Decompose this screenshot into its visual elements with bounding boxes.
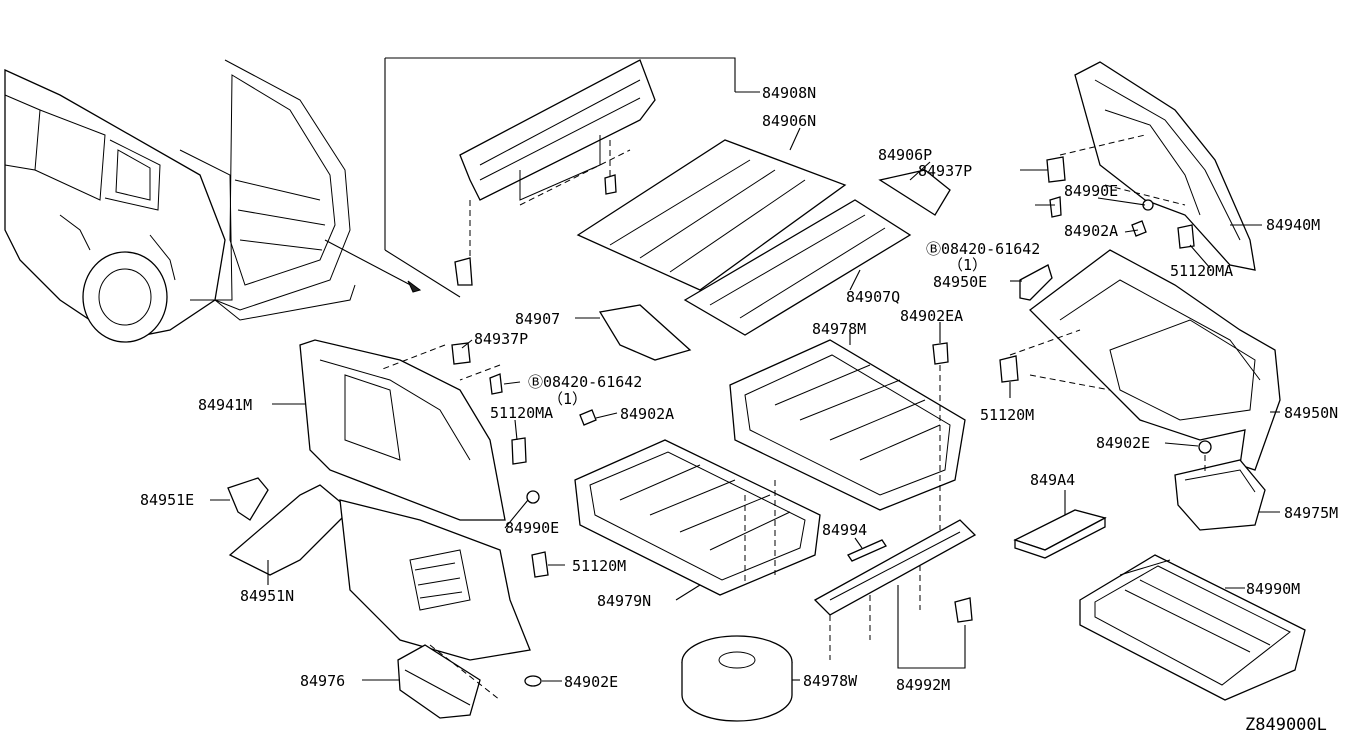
part-84951E [227, 477, 269, 521]
callout-84907Q: 84907Q [846, 288, 900, 306]
callout-51120MA-left: 51120MA [490, 404, 553, 422]
callout-bolt-right: Ⓑ08420-61642 [926, 240, 1040, 258]
part-84907 [598, 304, 692, 361]
callout-84979N: 84979N [597, 592, 651, 610]
part-84976 [397, 644, 501, 719]
callout-51120M-right: 51120M [980, 406, 1034, 424]
leader-lines [210, 91, 1280, 682]
callout-84950N: 84950N [1284, 404, 1338, 422]
callout-84978W: 84978W [803, 672, 858, 690]
part-84937P-left [451, 342, 503, 395]
callout-51120MA-right: 51120MA [1170, 262, 1233, 280]
callout-84937P-left: 84937P [474, 330, 528, 348]
callout-51120M-left: 51120M [572, 557, 626, 575]
callout-84941M: 84941M [198, 396, 252, 414]
callout-84902A-left: 84902A [620, 405, 674, 423]
part-84950E [1019, 264, 1053, 301]
callout-84902EA: 84902EA [900, 307, 963, 325]
part-84941M [299, 339, 506, 521]
part-84975M [1174, 440, 1266, 531]
callout-84951N: 84951N [240, 587, 294, 605]
fasteners-left [511, 409, 597, 687]
part-84906P [878, 169, 951, 216]
callout-84902A-right: 84902A [1064, 222, 1118, 240]
callout-84990M: 84990M [1246, 580, 1300, 598]
callout-bolt-left: Ⓑ08420-61642 [528, 373, 642, 391]
callout-84902E-left: 84902E [564, 673, 618, 691]
callout-84990E-left: 84990E [505, 519, 559, 537]
part-849A4 [1013, 509, 1107, 559]
part-84908N [454, 59, 656, 286]
callout-84937P-right: 84937P [918, 162, 972, 180]
part-84994 [847, 539, 887, 562]
vehicle-overview-drawing [4, 59, 422, 343]
part-84940M [1059, 61, 1256, 271]
callout-84906P: 84906P [878, 146, 932, 164]
callout-bolt-qty-right: （1） [948, 256, 987, 274]
part-84937P-right [1046, 156, 1195, 249]
part-84951N [228, 484, 531, 661]
callout-84907: 84907 [515, 310, 560, 328]
callout-849A4: 849A4 [1030, 471, 1075, 489]
callout-84990E-right: 84990E [1064, 182, 1118, 200]
callout-84994: 84994 [822, 521, 867, 539]
part-84992M [813, 519, 977, 669]
callout-labels: 84908N 84906N 84906P 84937P 84990E 84940… [140, 84, 1338, 694]
callout-bolt-qty-left: （1） [548, 390, 587, 408]
diagram-id: Z849000L [1245, 715, 1327, 735]
callout-84976: 84976 [300, 672, 345, 690]
callout-84906N: 84906N [762, 112, 816, 130]
part-84906N [576, 139, 847, 291]
group-frame [384, 57, 736, 298]
callout-84992M: 84992M [896, 676, 950, 694]
part-84979N [574, 439, 821, 596]
callout-84975M: 84975M [1284, 504, 1338, 522]
callout-84950E: 84950E [933, 273, 987, 291]
part-84978M [729, 339, 966, 530]
callout-84951E: 84951E [140, 491, 194, 509]
part-84990M [1079, 554, 1306, 701]
part-84978W [681, 635, 793, 722]
callout-84902E-right: 84902E [1096, 434, 1150, 452]
callout-84908N: 84908N [762, 84, 816, 102]
part-84907Q [683, 199, 912, 336]
callout-84978M: 84978M [812, 320, 866, 338]
part-84950N [999, 249, 1281, 471]
callout-84940M: 84940M [1266, 216, 1320, 234]
